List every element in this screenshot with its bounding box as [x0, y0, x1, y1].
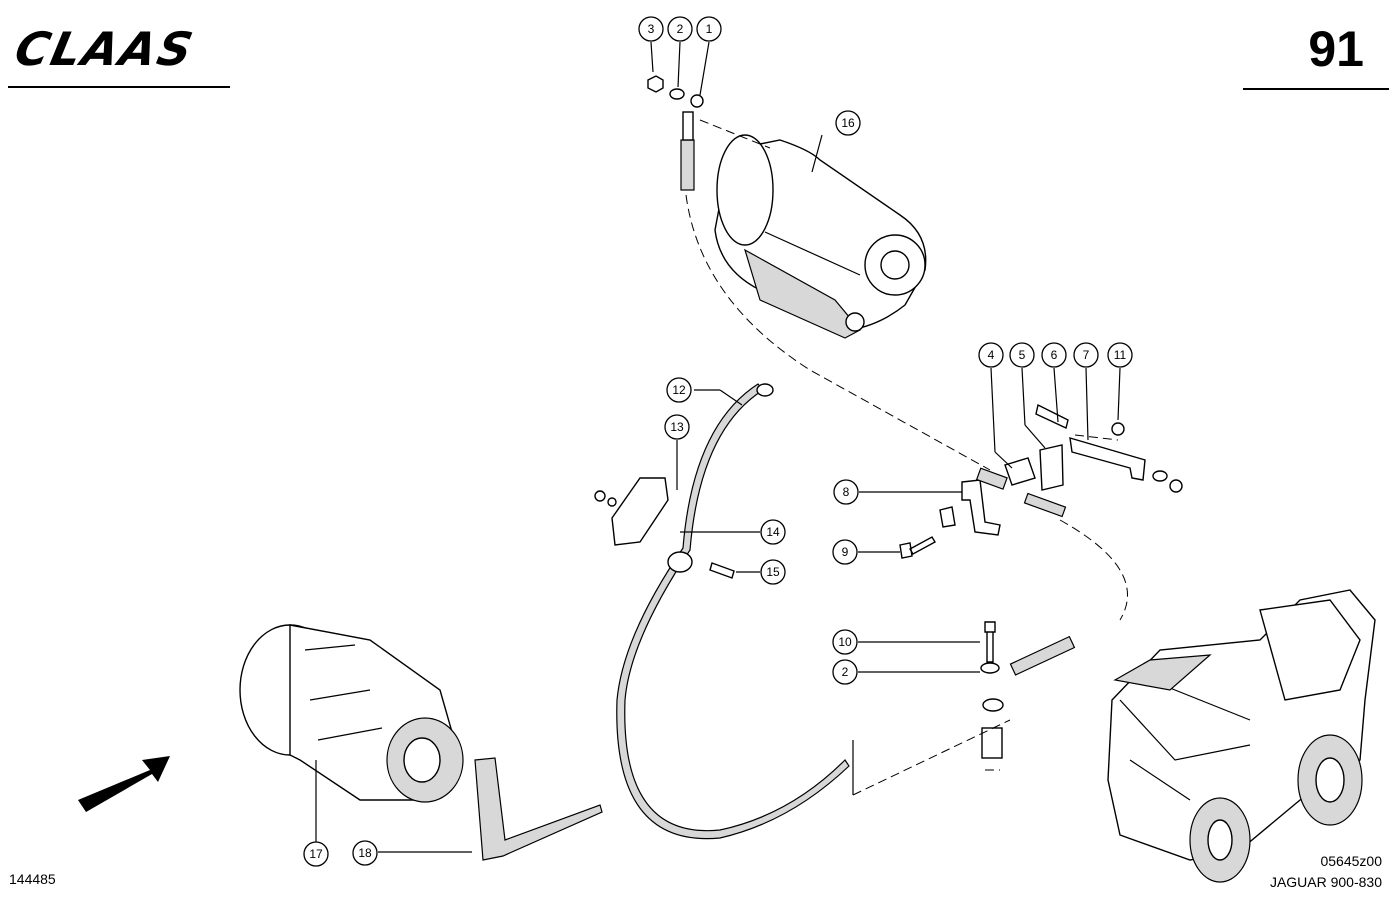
callout-15[interactable]: 15: [760, 559, 786, 585]
svg-text:8: 8: [843, 485, 850, 499]
svg-text:14: 14: [766, 525, 780, 539]
callout-17[interactable]: 17: [303, 841, 329, 867]
callout-6[interactable]: 6: [1041, 342, 1067, 368]
callout-2-lower[interactable]: 2: [832, 659, 858, 685]
callout-12[interactable]: 12: [666, 377, 692, 403]
callout-3[interactable]: 3: [638, 16, 664, 42]
svg-text:2: 2: [677, 22, 684, 36]
callout-14[interactable]: 14: [760, 519, 786, 545]
callout-1[interactable]: 1: [696, 16, 722, 42]
svg-text:3: 3: [648, 22, 655, 36]
drawing-id: 144485: [9, 871, 56, 887]
bolt-15: [709, 562, 735, 579]
belt-18: [474, 757, 603, 861]
svg-text:17: 17: [309, 847, 323, 861]
callout-16[interactable]: 16: [835, 110, 861, 136]
top-cable-terminal: [647, 75, 704, 191]
callout-4[interactable]: 4: [978, 342, 1004, 368]
cable-12: [616, 383, 850, 840]
svg-text:10: 10: [838, 635, 852, 649]
svg-text:5: 5: [1019, 348, 1026, 362]
callout-5[interactable]: 5: [1009, 342, 1035, 368]
svg-text:2: 2: [842, 665, 849, 679]
callout-18[interactable]: 18: [352, 840, 378, 866]
svg-text:6: 6: [1051, 348, 1058, 362]
svg-text:13: 13: [670, 420, 684, 434]
model-label: JAGUAR 900-830: [1269, 874, 1382, 890]
header-rule-right: [1243, 88, 1389, 90]
svg-text:18: 18: [358, 846, 372, 860]
dashed-guide-starter: [685, 194, 991, 471]
page-number: 91: [1308, 21, 1364, 77]
callout-2-top[interactable]: 2: [667, 16, 693, 42]
svg-text:4: 4: [988, 348, 995, 362]
svg-text:1: 1: [706, 22, 713, 36]
harvester-overview: [1107, 589, 1376, 883]
callout-7[interactable]: 7: [1073, 342, 1099, 368]
callout-9[interactable]: 9: [832, 539, 858, 565]
alternator-drawing: [239, 624, 464, 803]
callout-11[interactable]: 11: [1107, 342, 1133, 368]
figure-code: 05645z00: [1320, 853, 1382, 869]
direction-arrow: [78, 756, 170, 812]
header-rule-left: [8, 86, 230, 88]
svg-text:12: 12: [672, 383, 686, 397]
dashed-guide-terminal: [699, 119, 771, 149]
callout-10[interactable]: 10: [832, 629, 858, 655]
svg-text:11: 11: [1114, 348, 1127, 362]
lower-terminal: [980, 621, 1076, 759]
dashed-guide-lower: [852, 719, 1011, 796]
svg-text:15: 15: [766, 565, 780, 579]
svg-text:9: 9: [842, 545, 849, 559]
bracket-13: [611, 477, 669, 546]
callout-8[interactable]: 8: [833, 479, 859, 505]
dashed-guide-bracket: [1059, 434, 1128, 621]
bolt-9: [899, 536, 936, 559]
bracket-assembly: [939, 403, 1183, 536]
callout-13[interactable]: 13: [664, 414, 690, 440]
svg-text:7: 7: [1083, 348, 1090, 362]
starter-motor-drawing: [714, 134, 927, 339]
svg-text:16: 16: [841, 116, 855, 130]
